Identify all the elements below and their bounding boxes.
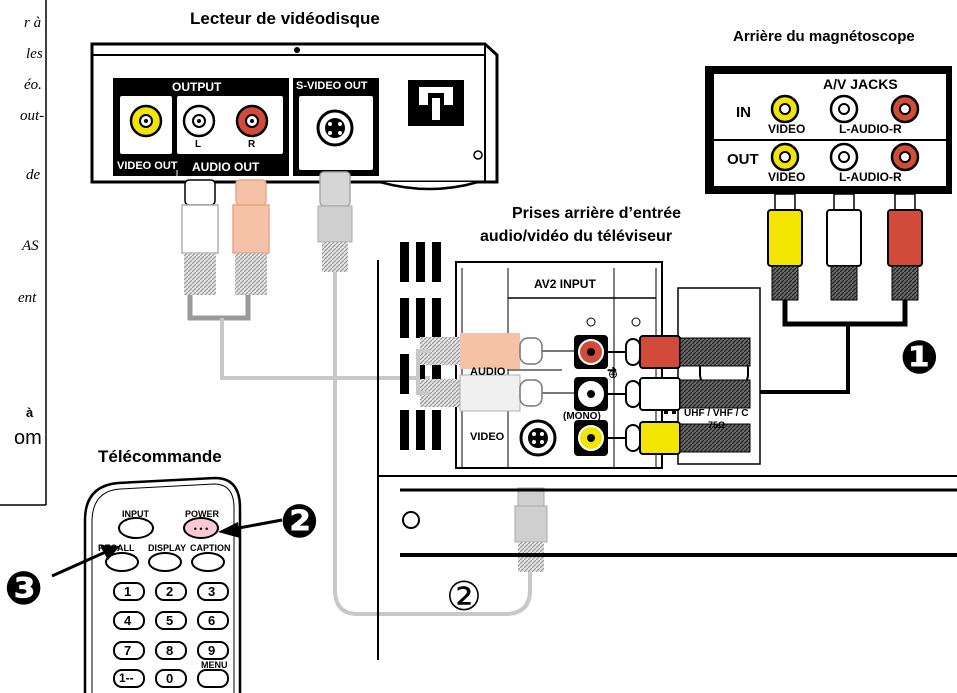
step-1-badge: ❶ [900, 330, 939, 384]
svideo-cable-step-label: ② [446, 574, 482, 620]
key-dash-label: 1-- [119, 671, 134, 685]
caption-button-label: CAPTION [190, 543, 231, 553]
vcr-in-jacks [770, 94, 920, 124]
power-button-label: POWER [185, 509, 220, 519]
ohm-label: 75Ω [708, 420, 726, 430]
menu-button-label: MENU [201, 660, 228, 670]
step-arrows [51, 518, 283, 578]
tv-audio-l-jack[interactable] [574, 377, 608, 411]
key-2-button[interactable] [155, 582, 187, 601]
key-8-label: 8 [166, 643, 174, 658]
tv-audio-r-jack[interactable] [574, 335, 608, 369]
key-0-label: 0 [166, 671, 174, 686]
key-4-label: 4 [124, 613, 132, 628]
disc-player-title: Lecteur de vidéodisque [190, 9, 380, 28]
tv-vent-slots [400, 242, 441, 450]
tv-audio-label: AUDIO [470, 366, 506, 378]
uhf-vhf-label: UHF / VHF / C [684, 408, 749, 419]
disc-player [90, 42, 499, 191]
disc-player-audio-cable [181, 179, 430, 380]
remote-title: Télécommande [98, 447, 222, 466]
key-7-label: 7 [124, 643, 132, 658]
vcr-in-label: IN [736, 104, 751, 121]
tv-back [377, 260, 957, 660]
tv-video-jack[interactable] [574, 420, 608, 456]
arrow-icon: ➜ [607, 363, 617, 377]
key-9-button[interactable] [197, 641, 229, 660]
recall-button-label: RECALL [98, 543, 135, 553]
right-channel-label: R [248, 139, 256, 150]
side-text-line: out- [20, 108, 45, 124]
side-text-line: les [26, 46, 43, 62]
key-6-button[interactable] [197, 611, 229, 630]
input-button[interactable] [118, 517, 154, 539]
menu-button[interactable] [197, 669, 229, 688]
key-0-button[interactable] [155, 669, 187, 688]
key-3-button[interactable] [197, 582, 229, 601]
tv-jacks-title-line1: Prises arrière d’entrée [512, 205, 681, 222]
output-label: OUTPUT [172, 80, 222, 94]
power-button[interactable] [183, 517, 219, 539]
key-1-label: 1 [124, 584, 132, 599]
key-2-label: 2 [166, 584, 174, 599]
player-foot [379, 180, 479, 191]
tv-disc-plugs [416, 333, 574, 412]
av-jacks-label: A/V JACKS [823, 76, 898, 92]
av2-input-label: AV2 INPUT [534, 277, 596, 291]
recall-button[interactable] [105, 552, 139, 572]
video-out-label: VIDEO OUT [117, 160, 178, 172]
caption-button[interactable] [191, 552, 225, 572]
side-text-line: ent [18, 290, 37, 306]
vcr-in-audio-label: L-AUDIO-R [839, 122, 902, 136]
side-text-line: à [26, 405, 34, 420]
screw-icon [473, 150, 483, 160]
screw-icon [294, 47, 300, 53]
vcr-av-cable [746, 193, 923, 437]
side-text-line: r à [24, 15, 42, 31]
vcr-in-video-label: VIDEO [768, 122, 806, 136]
side-text-line: de [26, 167, 41, 183]
step-3-badge: ❸ [4, 561, 43, 615]
plus-circle-icon: ⊕ [608, 367, 618, 381]
left-channel-label: L [195, 139, 202, 150]
vcr-back-panel [705, 66, 952, 194]
tv-svideo-jack[interactable] [519, 419, 557, 457]
key-7-button[interactable] [113, 641, 145, 660]
key-4-button[interactable] [113, 611, 145, 630]
audio-out-label: AUDIO OUT [192, 160, 260, 174]
key-8-button[interactable] [155, 641, 187, 660]
tv-video-label: VIDEO [470, 431, 505, 443]
tv-mono-label: (MONO) [563, 411, 601, 422]
dots-icon: • • • [194, 524, 208, 534]
input-button-label: INPUT [122, 509, 149, 519]
side-text-line: éo. [24, 77, 42, 93]
vcr-out-audio-label: L-AUDIO-R [839, 170, 902, 184]
display-button-label: DISPLAY [148, 543, 187, 553]
key-9-label: 9 [208, 643, 216, 658]
vcr-out-label: OUT [727, 151, 759, 168]
key-3-label: 3 [208, 584, 216, 599]
key-5-label: 5 [166, 613, 174, 628]
svideo-out-label: S-VIDEO OUT [296, 80, 368, 92]
side-text-line: om [14, 427, 42, 449]
side-text-line: AS [22, 238, 39, 254]
display-button[interactable] [148, 552, 182, 572]
vcr-back-title: Arrière du magnétoscope [733, 28, 915, 45]
vcr-out-jacks [770, 142, 920, 172]
key-6-label: 6 [208, 613, 216, 628]
tv-jacks-title-line2: audio/vidéo du téléviseur [480, 228, 673, 245]
tv-vcr-plugs [608, 335, 751, 455]
step-2-badge: ❷ [280, 494, 319, 548]
side-text-box [0, 0, 47, 506]
key-5-button[interactable] [155, 611, 187, 630]
key-1-button[interactable] [113, 582, 145, 601]
vcr-out-video-label: VIDEO [768, 170, 806, 184]
key-dash-button[interactable] [113, 669, 145, 688]
remote-control: • • • [83, 476, 242, 693]
